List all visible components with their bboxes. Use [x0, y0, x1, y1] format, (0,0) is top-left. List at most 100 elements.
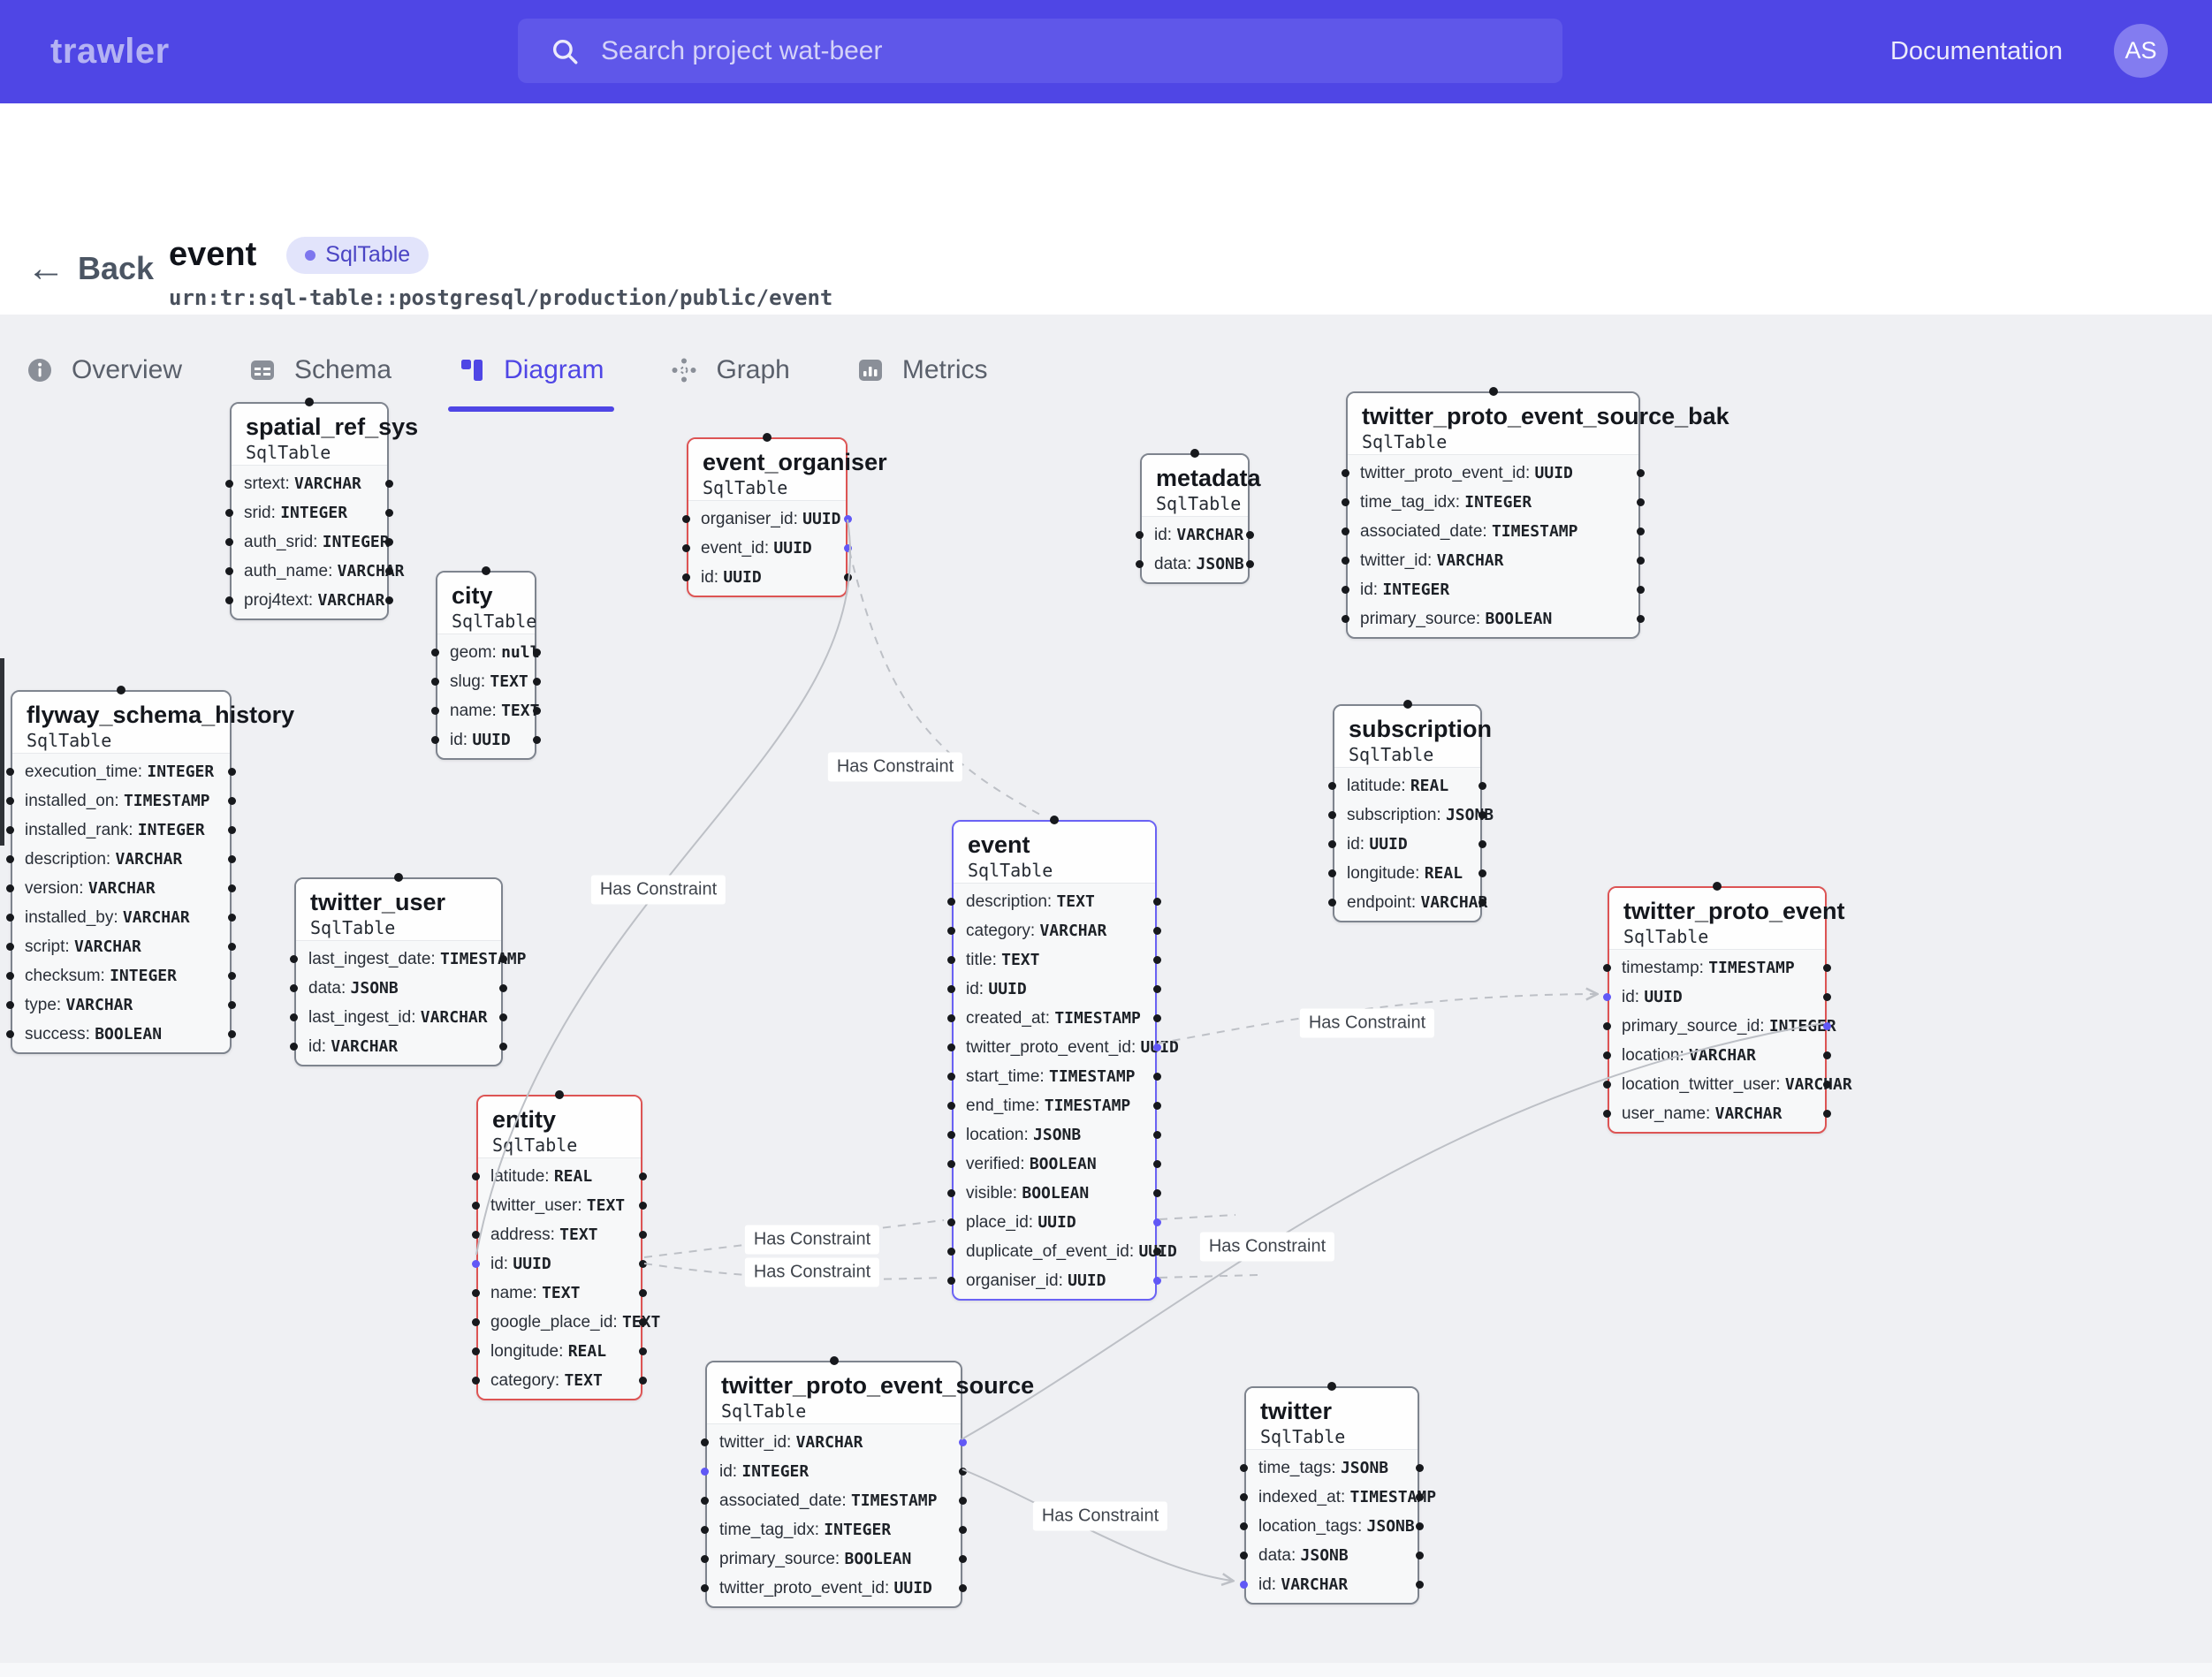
table-node-spatial_ref_sys[interactable]: spatial_ref_sys SqlTable srtext: VARCHAR…: [225, 398, 418, 620]
field-left-handle[interactable]: [1603, 1022, 1611, 1030]
field-left-handle[interactable]: [1603, 964, 1611, 972]
field-left-handle[interactable]: [472, 1289, 480, 1297]
field-left-handle[interactable]: [290, 1043, 298, 1051]
field-right-handle[interactable]: [639, 1260, 647, 1268]
table-node-event[interactable]: event SqlTable description: TEXT categor…: [947, 816, 1179, 1301]
field-left-handle[interactable]: [1328, 899, 1336, 907]
field-right-handle[interactable]: [639, 1377, 647, 1385]
field-right-handle[interactable]: [639, 1347, 647, 1355]
table-node-flyway_schema_history[interactable]: flyway_schema_history SqlTable execution…: [6, 686, 294, 1054]
field-right-handle[interactable]: [1478, 899, 1486, 907]
field-right-handle[interactable]: [228, 855, 236, 863]
field-left-handle[interactable]: [1603, 1081, 1611, 1089]
field-left-handle[interactable]: [290, 984, 298, 992]
field-left-handle[interactable]: [225, 596, 233, 604]
node-top-handle[interactable]: [1327, 1382, 1336, 1391]
field-right-handle[interactable]: [228, 797, 236, 805]
tab-schema[interactable]: Schema: [249, 335, 391, 406]
field-right-handle[interactable]: [499, 1043, 507, 1051]
field-left-handle[interactable]: [1342, 586, 1349, 594]
field-left-handle[interactable]: [225, 567, 233, 575]
field-left-handle[interactable]: [701, 1497, 709, 1505]
field-right-handle[interactable]: [639, 1172, 647, 1180]
field-right-handle[interactable]: [959, 1438, 967, 1446]
node-top-handle[interactable]: [763, 433, 772, 442]
field-left-handle[interactable]: [225, 480, 233, 488]
field-right-handle[interactable]: [228, 914, 236, 922]
field-right-handle[interactable]: [228, 1001, 236, 1009]
documentation-link[interactable]: Documentation: [1889, 37, 2063, 65]
table-node-twitter_user[interactable]: twitter_user SqlTable last_ingest_date: …: [290, 873, 527, 1066]
field-right-handle[interactable]: [499, 955, 507, 963]
table-node-metadata[interactable]: metadata SqlTable id: VARCHAR data: JSON…: [1136, 449, 1261, 584]
field-left-handle[interactable]: [947, 956, 955, 964]
global-search[interactable]: [518, 19, 1562, 83]
node-top-handle[interactable]: [117, 686, 125, 694]
node-top-handle[interactable]: [305, 398, 314, 406]
field-left-handle[interactable]: [682, 515, 690, 523]
field-left-handle[interactable]: [701, 1584, 709, 1592]
field-left-handle[interactable]: [1328, 840, 1336, 848]
table-node-subscription[interactable]: subscription SqlTable latitude: REAL sub…: [1328, 700, 1494, 922]
field-left-handle[interactable]: [431, 736, 439, 744]
field-left-handle[interactable]: [1342, 498, 1349, 506]
field-left-handle[interactable]: [6, 1030, 14, 1038]
field-left-handle[interactable]: [947, 927, 955, 935]
search-input[interactable]: [599, 34, 1545, 67]
field-right-handle[interactable]: [499, 984, 507, 992]
field-right-handle[interactable]: [1637, 557, 1645, 565]
field-left-handle[interactable]: [6, 914, 14, 922]
field-right-handle[interactable]: [639, 1289, 647, 1297]
field-right-handle[interactable]: [228, 884, 236, 892]
field-right-handle[interactable]: [385, 480, 393, 488]
field-right-handle[interactable]: [959, 1497, 967, 1505]
field-right-handle[interactable]: [1637, 586, 1645, 594]
field-left-handle[interactable]: [472, 1347, 480, 1355]
field-left-handle[interactable]: [947, 1248, 955, 1256]
table-node-twitter[interactable]: twitter SqlTable time_tags: JSONB indexe…: [1240, 1382, 1436, 1605]
field-left-handle[interactable]: [472, 1202, 480, 1210]
field-right-handle[interactable]: [1823, 993, 1831, 1001]
field-left-handle[interactable]: [472, 1172, 480, 1180]
field-right-handle[interactable]: [1153, 927, 1161, 935]
node-top-handle[interactable]: [1050, 816, 1059, 824]
field-left-handle[interactable]: [682, 573, 690, 581]
field-left-handle[interactable]: [682, 544, 690, 552]
field-right-handle[interactable]: [639, 1318, 647, 1326]
field-left-handle[interactable]: [431, 649, 439, 656]
field-right-handle[interactable]: [1153, 1218, 1161, 1226]
field-right-handle[interactable]: [844, 573, 852, 581]
field-left-handle[interactable]: [472, 1318, 480, 1326]
field-right-handle[interactable]: [1416, 1522, 1424, 1530]
field-right-handle[interactable]: [228, 768, 236, 776]
field-left-handle[interactable]: [947, 1073, 955, 1081]
field-left-handle[interactable]: [1328, 782, 1336, 790]
field-right-handle[interactable]: [1153, 1131, 1161, 1139]
back-button[interactable]: ← Back: [27, 249, 154, 288]
field-left-handle[interactable]: [1342, 615, 1349, 623]
field-left-handle[interactable]: [947, 1189, 955, 1197]
field-right-handle[interactable]: [1153, 1073, 1161, 1081]
field-left-handle[interactable]: [947, 898, 955, 906]
field-right-handle[interactable]: [1637, 498, 1645, 506]
field-right-handle[interactable]: [499, 1013, 507, 1021]
field-right-handle[interactable]: [1153, 1043, 1161, 1051]
field-right-handle[interactable]: [1637, 527, 1645, 535]
field-left-handle[interactable]: [1240, 1522, 1248, 1530]
field-right-handle[interactable]: [533, 736, 541, 744]
field-left-handle[interactable]: [1603, 1110, 1611, 1118]
field-right-handle[interactable]: [1246, 560, 1254, 568]
field-left-handle[interactable]: [701, 1438, 709, 1446]
field-left-handle[interactable]: [1603, 1051, 1611, 1059]
field-left-handle[interactable]: [1136, 531, 1144, 539]
field-right-handle[interactable]: [1823, 1051, 1831, 1059]
field-left-handle[interactable]: [6, 797, 14, 805]
field-right-handle[interactable]: [1153, 898, 1161, 906]
field-left-handle[interactable]: [701, 1526, 709, 1534]
table-node-entity[interactable]: entity SqlTable latitude: REAL twitter_u…: [472, 1090, 660, 1400]
diagram-canvas[interactable]: spatial_ref_sys SqlTable srtext: VARCHAR…: [0, 315, 2212, 1677]
node-top-handle[interactable]: [1713, 882, 1722, 891]
field-left-handle[interactable]: [6, 884, 14, 892]
node-top-handle[interactable]: [1488, 387, 1498, 396]
field-left-handle[interactable]: [6, 972, 14, 980]
